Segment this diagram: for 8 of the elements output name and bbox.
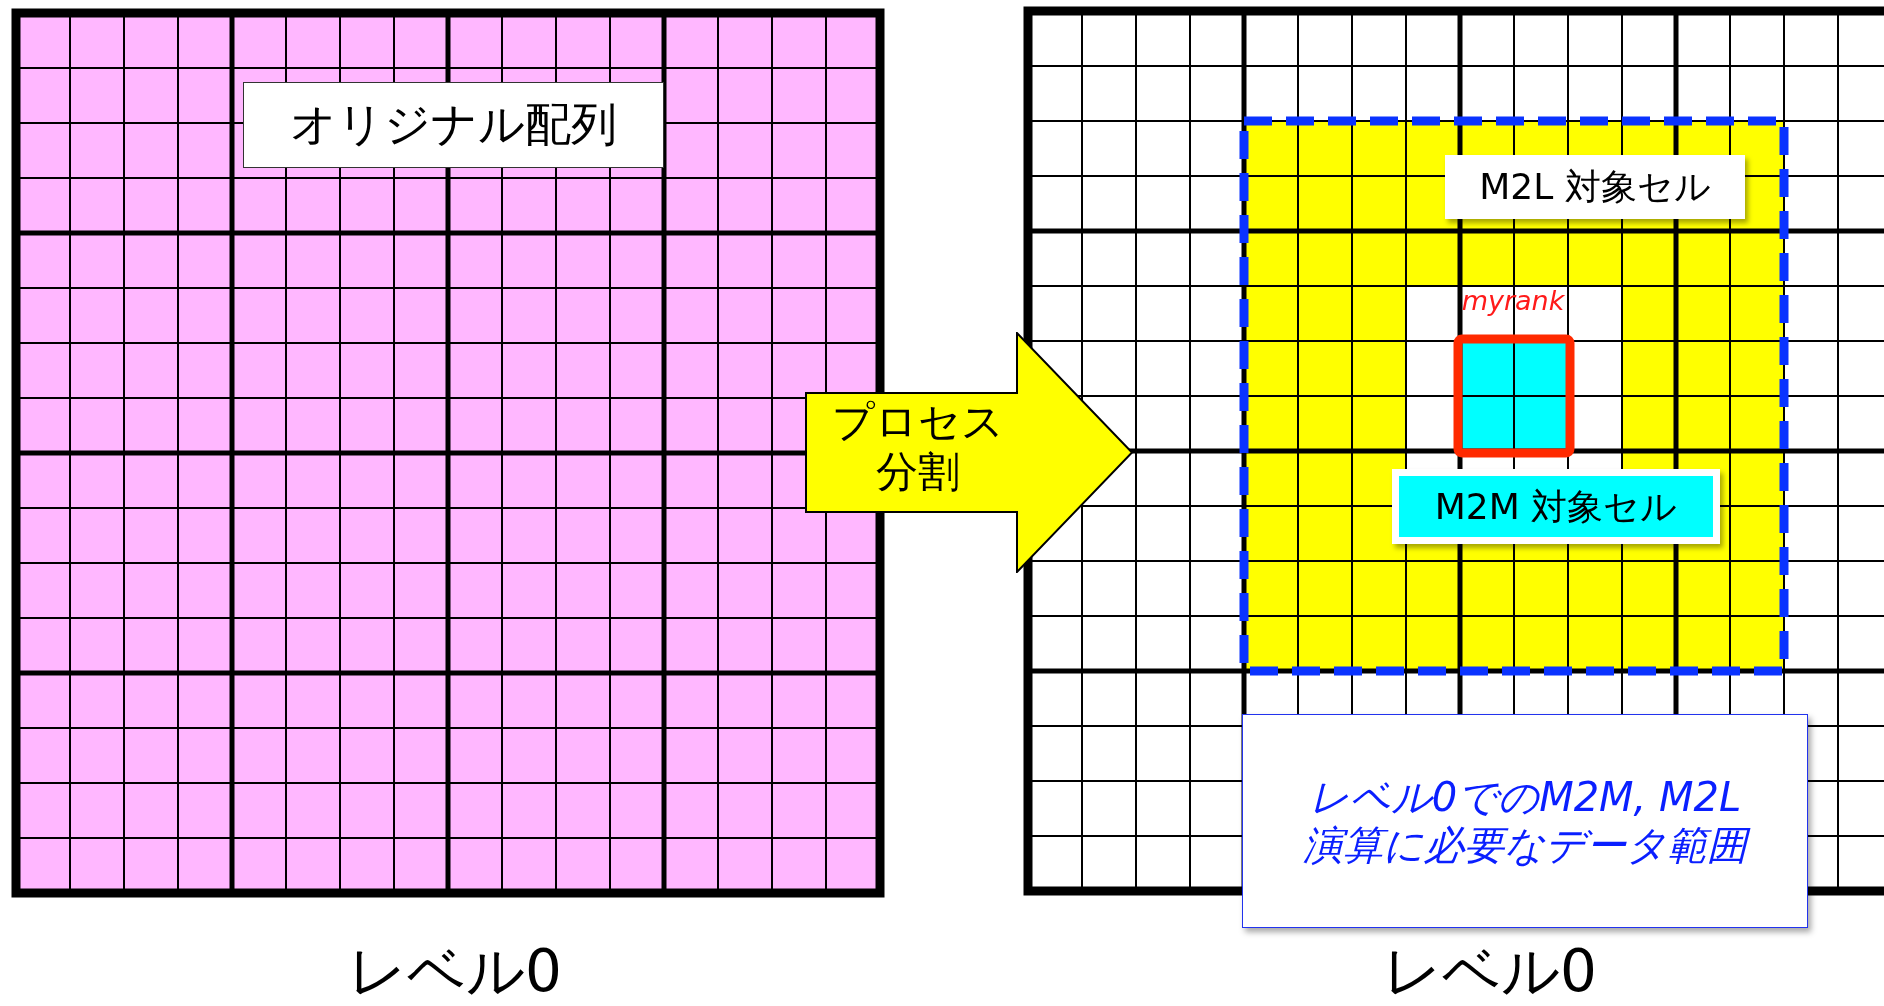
level-label: レベル0 xyxy=(348,940,562,1004)
block-arrow xyxy=(805,332,1134,573)
level-label: レベル0 xyxy=(1383,940,1597,1004)
arrow-label: プロセス分割 xyxy=(831,397,1005,498)
caption-box: レベル0でのM2M, M2L演算に必要なデータ範囲 xyxy=(1242,714,1808,928)
label-box: M2L 対象セル xyxy=(1445,155,1745,219)
label-box: オリジナル配列 xyxy=(243,82,664,168)
label-box: M2M 対象セル xyxy=(1392,469,1720,544)
